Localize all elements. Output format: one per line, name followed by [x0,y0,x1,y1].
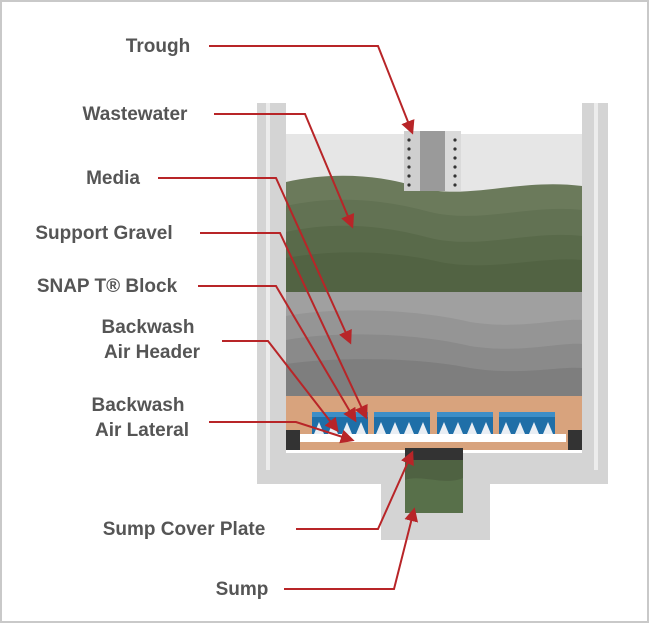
leader-sump-cover-plate [296,450,414,530]
leader-wastewater [214,113,355,229]
leader-lines [158,45,419,590]
label-sump: Sump [216,579,269,600]
labels: Trough Wastewater Media Support Gravel S… [35,36,268,600]
sump-cover-plate-right [568,430,582,450]
snap-block [374,412,430,434]
label-snap-block: SNAP T® Block [37,276,178,297]
trough-perforation [453,165,457,169]
trough-perforation [453,138,457,142]
trough-perforation [453,156,457,160]
trough-perforation [407,147,411,151]
air-lateral-pipe [300,434,566,442]
label-sump-cover-plate: Sump Cover Plate [103,519,266,540]
trough-perforation [407,183,411,187]
media-layer [286,175,582,292]
label-air-header-line1: Backwash [102,317,195,338]
leader-support-gravel [200,232,368,420]
sump [405,460,463,513]
label-trough: Trough [126,36,190,57]
label-wastewater: Wastewater [83,104,188,125]
leader-trough [209,45,415,135]
trough-perforation [407,138,411,142]
label-support-gravel: Support Gravel [35,223,172,244]
trough-perforation [407,165,411,169]
sump-cover-plate-left [286,430,300,450]
leader-air-lateral [209,421,355,444]
trough-perforation [453,183,457,187]
snap-block [499,412,555,434]
leader-media [158,177,352,345]
label-air-lateral-line2: Air Lateral [95,420,189,441]
label-air-lateral-line1: Backwash [92,395,185,416]
sump-cover-plate [405,448,463,460]
trough-perforation [453,174,457,178]
leader-air-header [222,340,339,433]
leader-snap-block [198,285,357,423]
support-gravel-layer [286,292,582,396]
trough-perforation [453,147,457,151]
trough-perforation [407,174,411,178]
label-air-header-line2: Air Header [104,342,201,363]
label-media: Media [86,168,140,189]
leader-sump [284,507,419,590]
trough [404,131,461,191]
trough-perforation [407,156,411,160]
snap-block [437,412,493,434]
